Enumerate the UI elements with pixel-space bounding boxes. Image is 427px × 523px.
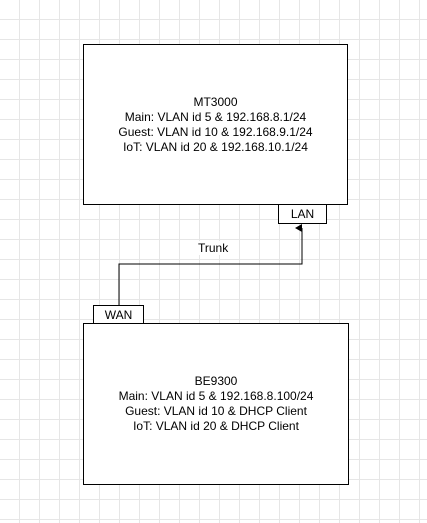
trunk-connector [118,224,303,305]
be9300-node[interactable]: BE9300 Main: VLAN id 5 & 192.168.8.100/2… [83,323,349,485]
be9300-main-line: Main: VLAN id 5 & 192.168.8.100/24 [118,389,314,403]
mt3000-title: MT3000 [193,95,238,109]
mt3000-text: MT3000 Main: VLAN id 5 & 192.168.8.1/24 … [84,95,347,155]
be9300-wan-port[interactable]: WAN [93,305,144,324]
mt3000-lan-port[interactable]: LAN [278,204,327,224]
be9300-iot-line: IoT: VLAN id 20 & DHCP Client [133,419,299,433]
mt3000-iot-line: IoT: VLAN id 20 & 192.168.10.1/24 [123,140,308,154]
mt3000-guest-line: Guest: VLAN id 10 & 192.168.9.1/24 [118,125,313,139]
mt3000-main-line: Main: VLAN id 5 & 192.168.8.1/24 [124,110,307,124]
trunk-label: Trunk [197,241,230,255]
be9300-title: BE9300 [194,374,238,388]
be9300-text: BE9300 Main: VLAN id 5 & 192.168.8.100/2… [84,374,348,434]
be9300-guest-line: Guest: VLAN id 10 & DHCP Client [125,404,307,418]
mt3000-node[interactable]: MT3000 Main: VLAN id 5 & 192.168.8.1/24 … [83,44,348,205]
